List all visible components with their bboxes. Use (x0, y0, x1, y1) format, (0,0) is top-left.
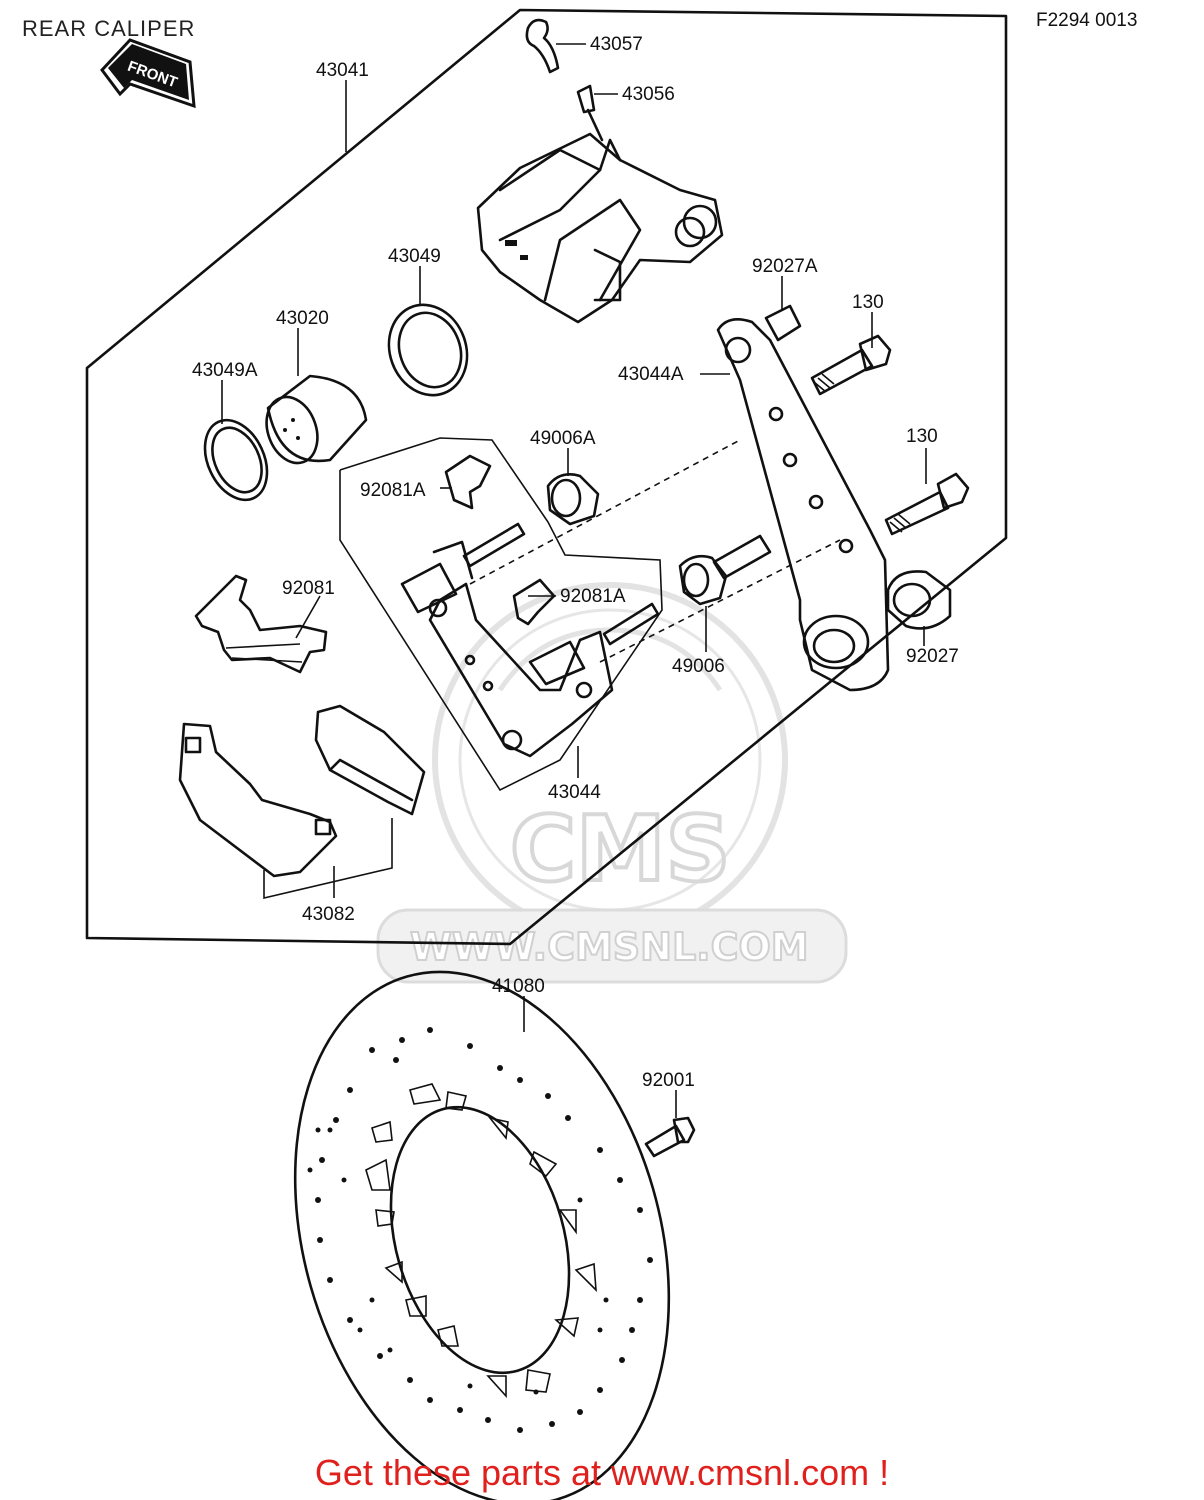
label-92081A-lower: 92081A (560, 586, 626, 607)
bracket-subassembly-outline (339, 437, 663, 792)
boot-49006 (678, 554, 728, 606)
slide-pin-lower (528, 534, 772, 686)
brake-pad-rear (314, 704, 426, 816)
label-43044A: 43044A (618, 364, 684, 385)
torque-arm (716, 318, 890, 692)
figure-code: F2294 0013 (1036, 10, 1138, 31)
caliper-bracket (428, 582, 614, 758)
leader-lines (221, 43, 927, 1118)
disc-bolt (644, 1116, 696, 1158)
part-labels: 43041 43057 43056 43049 43020 43049A 920… (192, 34, 959, 1091)
label-92027A: 92027A (752, 256, 818, 277)
label-49006: 49006 (672, 656, 725, 677)
pad-spring-92081A-lower (512, 578, 556, 626)
pad-spring-92081A-upper (444, 454, 492, 510)
label-130-lower: 130 (906, 426, 938, 447)
label-130-upper: 130 (852, 292, 884, 313)
label-49006A: 49006A (530, 428, 596, 449)
cms-watermark-logo: CMS WWW.CMSNL.COM (376, 582, 848, 984)
label-92001: 92001 (642, 1070, 695, 1091)
label-43049A: 43049A (192, 360, 258, 381)
label-41080: 41080 (492, 976, 545, 997)
label-43041: 43041 (316, 60, 369, 81)
label-43057: 43057 (590, 34, 643, 55)
piston-seal (387, 303, 469, 397)
collar-92027A (764, 304, 802, 342)
caliper-piston (265, 374, 368, 465)
label-43056: 43056 (622, 84, 675, 105)
brake-pad-front (178, 722, 338, 878)
bolt-130-lower (884, 472, 970, 536)
watermark-url-text: WWW.CMSNL.COM (410, 925, 809, 969)
front-arrow-icon: FRONT (100, 38, 196, 109)
bleed-cap (525, 18, 560, 74)
collar-92027 (886, 570, 952, 630)
label-92081A-upper: 92081A (360, 480, 426, 501)
watermark-logo-text: CMS (510, 797, 730, 902)
bolt-130-upper (810, 334, 892, 396)
label-43020: 43020 (276, 308, 329, 329)
brake-disc (293, 970, 671, 1500)
assembly-outline (85, 8, 1008, 946)
label-43082: 43082 (302, 904, 355, 925)
dust-seal (203, 418, 269, 502)
pad-shim-92081 (194, 574, 328, 674)
caliper-body (476, 132, 724, 324)
label-43049: 43049 (388, 246, 441, 267)
slide-pin-upper (400, 522, 526, 614)
label-92081: 92081 (282, 578, 335, 599)
label-43044: 43044 (548, 782, 601, 803)
page-title: REAR CALIPER (22, 16, 196, 41)
boot-49006A (546, 473, 600, 526)
bleed-valve (576, 84, 604, 142)
label-92027: 92027 (906, 646, 959, 667)
footer-link[interactable]: Get these parts at www.cmsnl.com ! (314, 1452, 890, 1493)
